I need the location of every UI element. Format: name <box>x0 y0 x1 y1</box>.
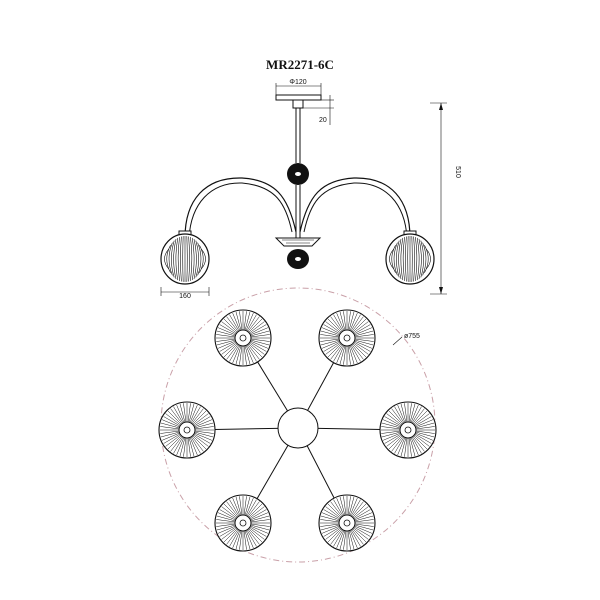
canopy-cup <box>292 99 304 109</box>
overall-height-label: 510 <box>454 166 461 178</box>
top-view: ø755 <box>158 287 437 563</box>
top-shade <box>214 494 272 552</box>
canopy-diameter-label: Φ120 <box>289 79 306 86</box>
top-shade <box>318 494 376 552</box>
right-arm <box>299 177 411 239</box>
central-hub <box>277 407 319 449</box>
canopy-height-label: 20 <box>319 117 327 124</box>
overall-diameter-label: ø755 <box>404 333 420 340</box>
model-title: MR2271-6C <box>266 57 334 72</box>
left-shade <box>160 230 210 285</box>
top-shade <box>158 401 216 459</box>
left-arm <box>184 177 297 239</box>
canopy-plate <box>275 94 322 101</box>
diameter-leader <box>392 336 403 346</box>
center-bowl <box>274 237 322 247</box>
shade-width-label: 160 <box>179 293 191 300</box>
top-shades <box>158 309 437 552</box>
right-shade <box>385 230 435 285</box>
top-shade <box>379 401 437 459</box>
top-shade <box>214 309 272 367</box>
side-view: Φ120 20 <box>160 79 461 300</box>
top-shade <box>318 309 376 367</box>
